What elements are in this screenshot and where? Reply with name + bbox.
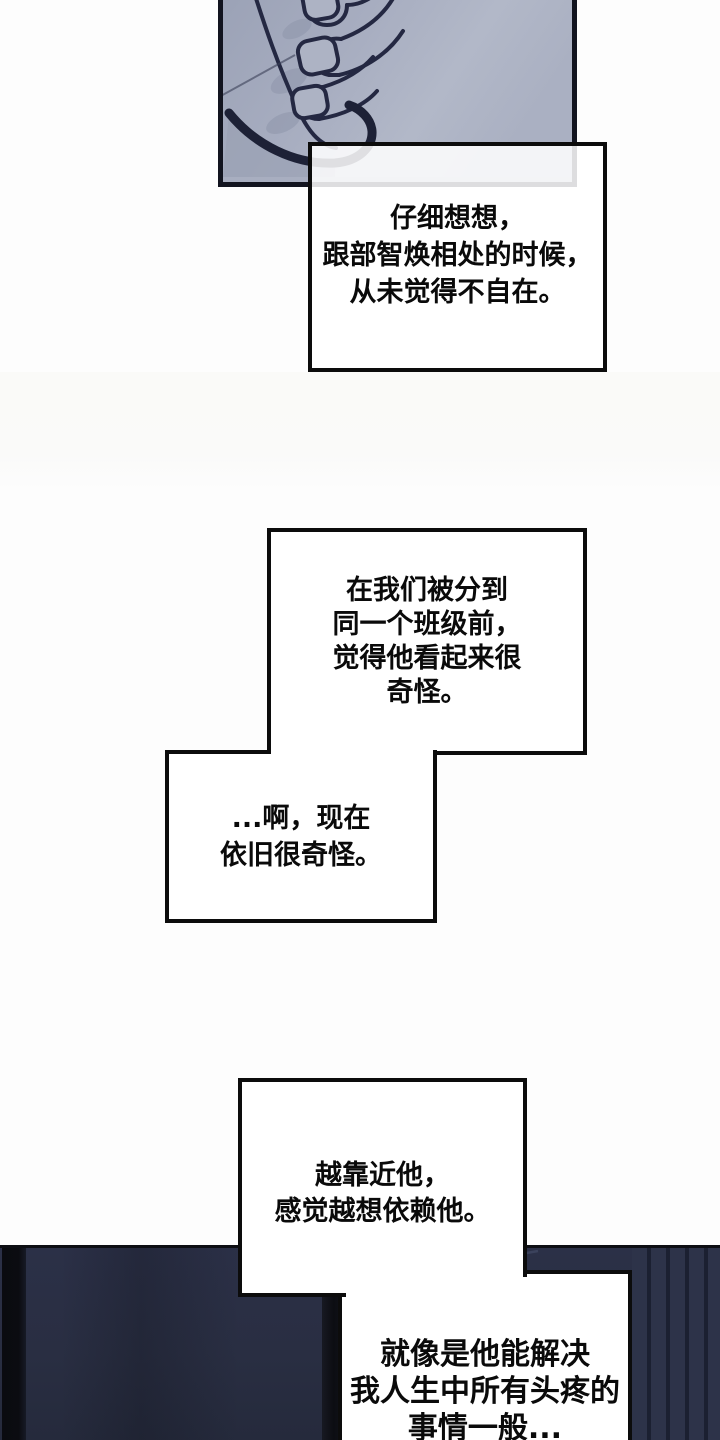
narration-line: 奇怪。 <box>386 676 468 708</box>
narration-box-1: 仔细想想， 跟部智焕相处的时候， 从未觉得不自在。 <box>308 142 607 372</box>
narration-line: 在我们被分到 <box>346 574 508 606</box>
narration-box-2: 在我们被分到 同一个班级前， 觉得他看起来很 奇怪。 <box>267 528 587 755</box>
narration-line: 就像是他能解决 <box>380 1337 590 1372</box>
narration-line: 越靠近他， <box>315 1159 450 1191</box>
box-union-patch <box>271 746 433 758</box>
hand-art <box>223 0 572 177</box>
narration-line: ...啊，现在 <box>231 802 371 834</box>
narration-line: 从未觉得不自在。 <box>349 276 566 308</box>
narration-line: 觉得他看起来很 <box>332 642 522 674</box>
narration-box-4: 越靠近他， 感觉越想依赖他。 <box>238 1078 527 1297</box>
narration-box-3: ...啊，现在 依旧很奇怪。 <box>165 750 437 923</box>
narration-line: 我人生中所有头疼的 <box>350 1374 620 1409</box>
page-tonal-band <box>0 372 720 490</box>
dark-panel-left-edge <box>2 1248 26 1440</box>
narration-line: 跟部智焕相处的时候， <box>322 239 593 271</box>
dark-panel-shading <box>60 1248 240 1440</box>
narration-line: 依旧很奇怪。 <box>220 839 382 871</box>
narration-line: 事情一般... <box>407 1411 563 1440</box>
narration-line: 仔细想想， <box>390 202 525 234</box>
hand-panel <box>218 0 577 187</box>
dark-panel-right-door <box>632 1248 720 1440</box>
box-union-patch <box>346 1277 536 1305</box>
narration-line: 同一个班级前， <box>332 608 522 640</box>
narration-line: 感觉越想依赖他。 <box>274 1195 491 1227</box>
